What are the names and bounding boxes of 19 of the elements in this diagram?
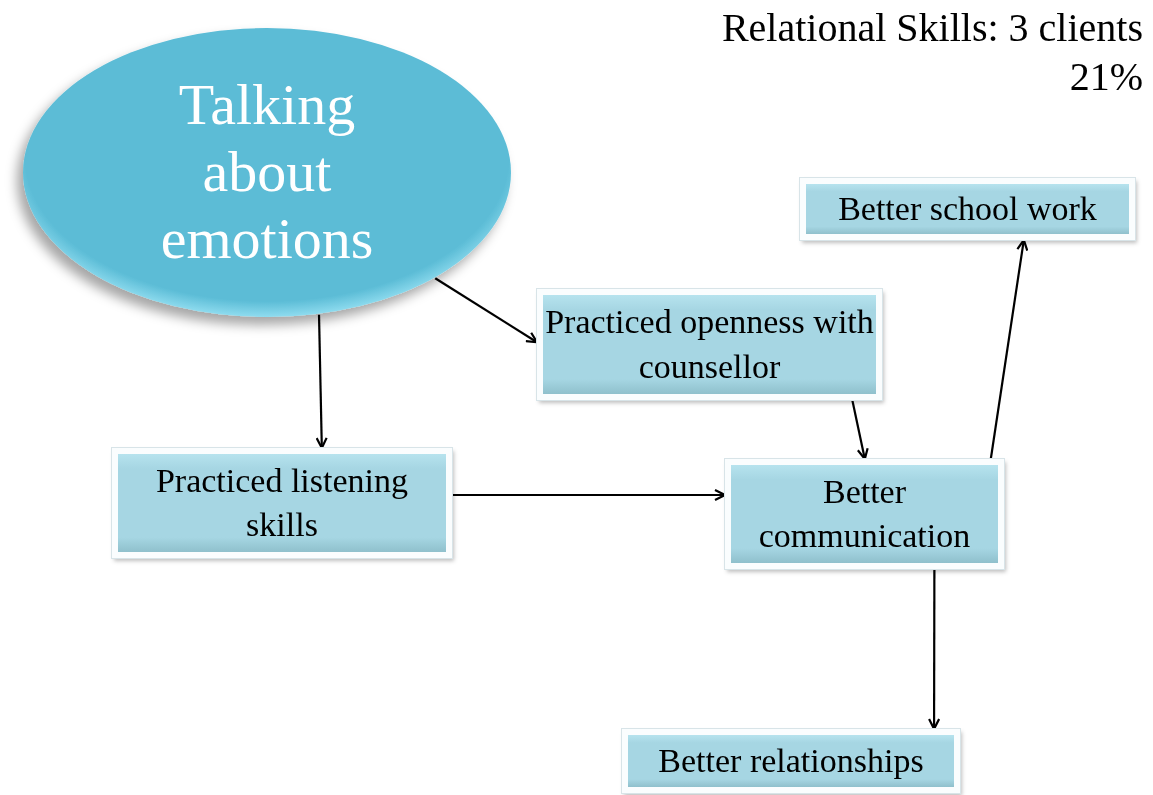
node-label: Practiced openness with counsellor [544, 302, 875, 387]
arrow [851, 399, 869, 461]
arrow [928, 569, 941, 731]
title: Relational Skills: 3 clients 21% [720, 4, 1143, 101]
node-label: Practiced listening skills [154, 460, 410, 545]
process-box [622, 729, 960, 793]
node-label: Better relationships [658, 740, 924, 781]
node-label: Better school work [838, 188, 1097, 229]
arrow [452, 488, 727, 502]
arrow [989, 238, 1029, 460]
node-label: Better communication [757, 471, 972, 556]
arrow [315, 314, 328, 450]
node-label: Talking about emotions [159, 72, 375, 273]
process-box [537, 289, 882, 400]
process-box [725, 459, 1004, 569]
topic-ellipse [22, 27, 512, 318]
process-box [112, 448, 452, 558]
process-box [800, 178, 1135, 240]
arrow [434, 277, 539, 344]
